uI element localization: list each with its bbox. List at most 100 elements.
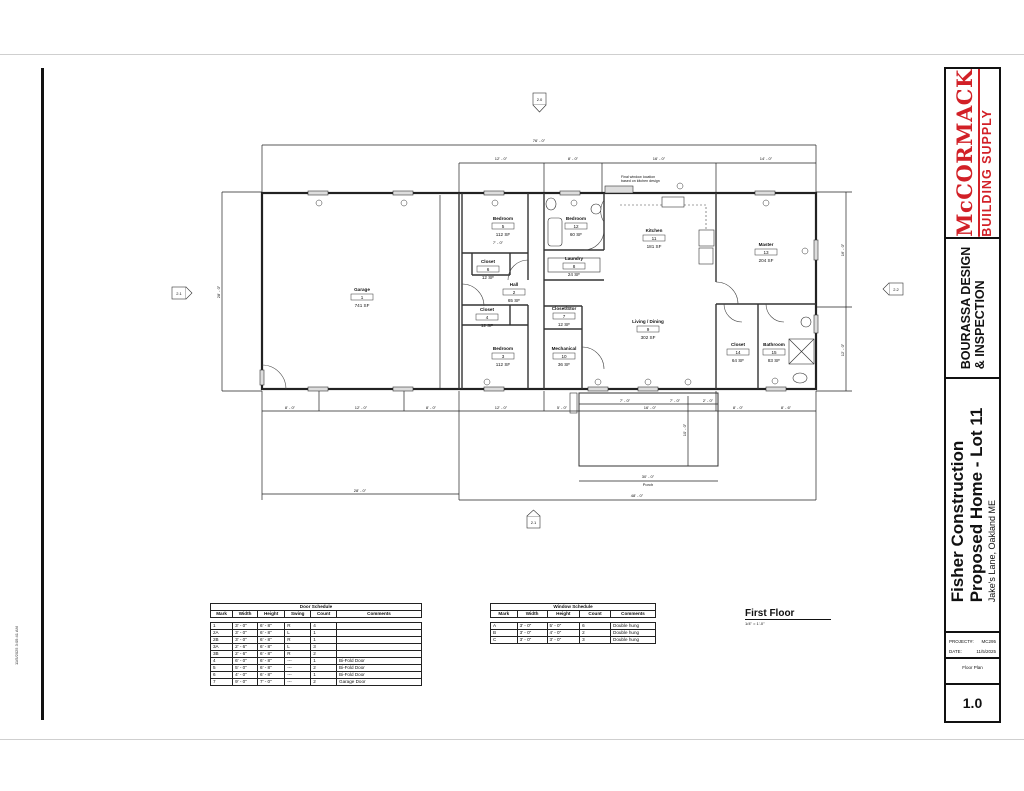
- kitchen-note-line1: Final window location: [621, 175, 655, 179]
- svg-text:24 SF: 24 SF: [568, 272, 580, 277]
- room-closet-6: Closet 6 12 SF: [476, 259, 500, 280]
- dim-right-1: 16' - 0": [840, 243, 845, 256]
- room-laundry-8: Laundry 8 24 SF: [562, 256, 586, 277]
- project-name: Proposed Home - Lot 11: [966, 407, 986, 603]
- room-kitchen-11: Kitchen 11 181 SF: [642, 228, 666, 249]
- svg-text:302 SF: 302 SF: [641, 335, 656, 340]
- title-block: McCORMACK BUILDING SUPPLY BOURASSA DESIG…: [944, 67, 1001, 723]
- svg-text:14: 14: [735, 350, 741, 355]
- svg-text:64 SF: 64 SF: [732, 358, 744, 363]
- dim-left-overall: 28' - 0": [216, 285, 221, 298]
- svg-text:12 SF: 12 SF: [482, 275, 494, 280]
- section-tag-bottom: 2.1: [531, 520, 537, 525]
- svg-text:Living / Dining: Living / Dining: [632, 319, 664, 324]
- dim-bottom-2: 12' - 0": [355, 405, 368, 410]
- dim-top-4: 14' - 0": [760, 156, 773, 161]
- dim-porch-width: 30' - 0": [642, 474, 655, 479]
- svg-text:1: 1: [361, 295, 364, 300]
- svg-text:4: 4: [486, 315, 489, 320]
- logo-cell: McCORMACK BUILDING SUPPLY: [946, 69, 999, 239]
- room-bathroom-15: Bathroom 15 83 SF: [762, 342, 786, 363]
- svg-text:Hall: Hall: [510, 282, 518, 287]
- dim-bottom-5: 5' - 0": [557, 405, 568, 410]
- svg-text:11: 11: [652, 236, 657, 241]
- svg-text:Closet/Stor: Closet/Stor: [552, 306, 577, 311]
- door-schedule-title: Door Schedule: [210, 603, 422, 611]
- svg-text:65 SF: 65 SF: [508, 298, 520, 303]
- dim-bottom-3: 8' - 0": [426, 405, 437, 410]
- svg-text:8: 8: [573, 264, 576, 269]
- dim-top-1: 12' - 0": [495, 156, 508, 161]
- svg-text:60 SF: 60 SF: [570, 232, 582, 237]
- svg-text:5: 5: [502, 224, 505, 229]
- svg-text:Kitchen: Kitchen: [646, 228, 663, 233]
- dim-overall-top: 76' - 0": [533, 138, 546, 143]
- kitchen-note-line2: based on kitchen design: [621, 179, 660, 183]
- svg-text:112 SF: 112 SF: [496, 362, 511, 367]
- svg-text:Closet: Closet: [731, 342, 746, 347]
- project-address: Jake's Lane, Oakland ME: [986, 500, 997, 603]
- dim-bottom-1: 8' - 0": [285, 405, 296, 410]
- svg-text:12: 12: [573, 224, 579, 229]
- designer-cell: BOURASSA DESIGN & INSPECTION: [946, 239, 999, 379]
- svg-text:12 SF: 12 SF: [558, 322, 570, 327]
- dim-bottom-4: 12' - 0": [495, 405, 508, 410]
- svg-text:36 SF: 36 SF: [558, 362, 570, 367]
- svg-text:15: 15: [771, 350, 777, 355]
- dim-house-width: 48' - 0": [631, 493, 644, 498]
- svg-text:181 SF: 181 SF: [647, 244, 662, 249]
- svg-text:Bathroom: Bathroom: [763, 342, 785, 347]
- dim-garage-width: 28' - 0": [354, 488, 367, 493]
- svg-text:13: 13: [763, 250, 769, 255]
- project-client: Fisher Construction: [947, 440, 967, 603]
- svg-text:6: 6: [487, 267, 490, 272]
- view-title: First Floor: [745, 608, 831, 620]
- svg-text:Master: Master: [759, 242, 774, 247]
- project-meta-cell: PROJECT#:MC295 DATE:11/5/2025: [946, 633, 999, 659]
- project-date: 11/5/2025: [976, 649, 996, 654]
- svg-text:204 SF: 204 SF: [759, 258, 774, 263]
- svg-text:2: 2: [513, 290, 516, 295]
- svg-text:Bedroom: Bedroom: [493, 216, 513, 221]
- dim-closet-width: 7' - 0": [493, 240, 504, 245]
- sheet-border-left: [41, 68, 44, 720]
- dim-top-2: 8' - 0": [568, 156, 579, 161]
- project-cell: Fisher Construction Proposed Home - Lot …: [946, 379, 999, 633]
- designer-name-line1: BOURASSA DESIGN: [958, 246, 973, 370]
- svg-text:Laundry: Laundry: [565, 256, 584, 261]
- porch-label: Porch: [643, 482, 653, 487]
- room-hall: Hall 2 65 SF: [502, 282, 526, 303]
- section-tag-right: 2.2: [893, 287, 899, 292]
- view-scale: 1/4" = 1'-0": [745, 621, 765, 626]
- svg-text:83 SF: 83 SF: [768, 358, 780, 363]
- sheet-name: Floor Plan: [946, 659, 999, 685]
- dim-bottom-10: 8' - 0": [733, 405, 744, 410]
- window-schedule-title: Window Schedule: [490, 603, 656, 611]
- svg-text:10: 10: [561, 354, 567, 359]
- designer-name-line2: & INSPECTION: [972, 280, 987, 370]
- mccormack-logo: McCORMACK BUILDING SUPPLY: [951, 69, 994, 237]
- dim-porch-seg-3: 2' - 0": [703, 398, 714, 403]
- dim-porch-seg-2: 7' - 0": [670, 398, 681, 403]
- dim-porch-seg-1: 7' - 0": [620, 398, 631, 403]
- svg-text:Closet: Closet: [481, 259, 496, 264]
- svg-text:112 SF: 112 SF: [496, 232, 511, 237]
- svg-text:Closet: Closet: [480, 307, 495, 312]
- room-closet-14: Closet 14 64 SF: [726, 342, 750, 363]
- project-number: MC295: [981, 639, 996, 644]
- dim-right-2: 12' - 0": [840, 343, 845, 356]
